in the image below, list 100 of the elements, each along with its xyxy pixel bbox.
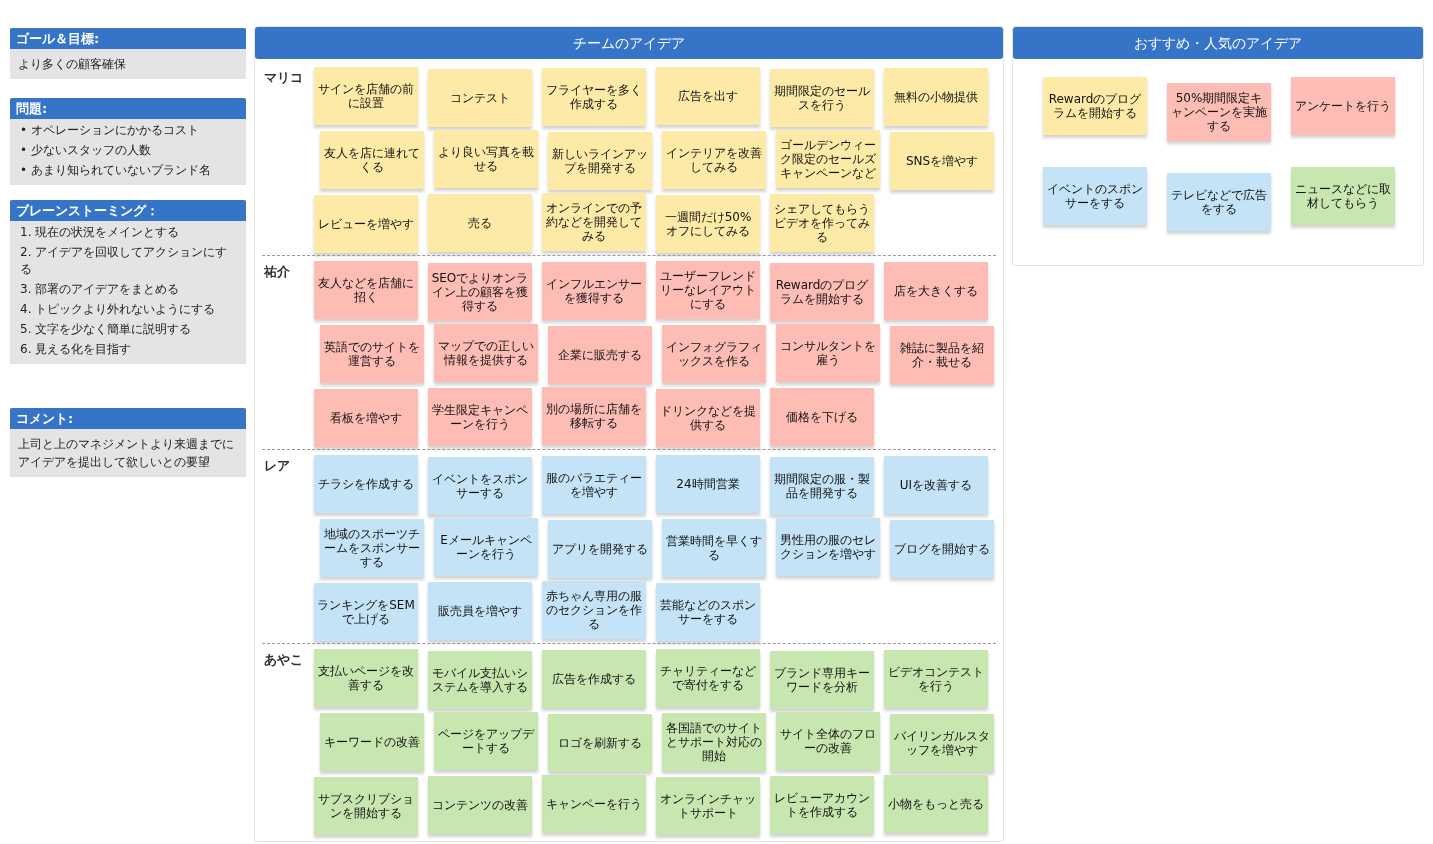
sticky-note: 販売員を増やす xyxy=(428,582,532,640)
info-panel xyxy=(10,28,246,79)
sticky-note: 広告を出す xyxy=(656,67,760,125)
sticky-note: サブスクリプションを開始する xyxy=(314,777,418,835)
sticky-note: サイト全体のフローの改善 xyxy=(776,712,880,770)
sticky-note: 売る xyxy=(428,194,532,252)
sticky-note: SEOでよりオンライン上の顧客を獲得する xyxy=(428,263,532,321)
row-label: 祐介 xyxy=(264,263,290,281)
sticky-note: 24時間営業 xyxy=(656,455,760,513)
list-item: 4. トピックより外れないようにする xyxy=(19,301,217,318)
sticky-note: イベントのスポンサーをする xyxy=(1043,167,1147,225)
sticky-note: サインを店舗の前に設置 xyxy=(314,67,418,125)
sticky-note: キーワードの改善 xyxy=(320,713,424,771)
sticky-note: ユーザーフレンドリーなレイアウトにする xyxy=(656,261,760,319)
sticky-note: レビューアカウントを作成する xyxy=(770,776,874,834)
sticky-note: 英語でのサイトを運営する xyxy=(320,325,424,383)
sticky-note: ゴールデンウィーク限定のセールズキャンペーンなど xyxy=(776,130,880,188)
sticky-note: ビデオコンテストを行う xyxy=(884,650,988,708)
sticky-note: 50%期間限定キャンペーンを実施する xyxy=(1167,83,1271,141)
list-item: 6. 見える化を目指す xyxy=(19,341,133,358)
sticky-note: マップでの正しい情報を提供する xyxy=(434,324,538,382)
sticky-note: 地域のスポーツチームをスポンサーする xyxy=(320,519,424,577)
row-label: マリコ xyxy=(264,69,303,87)
list-item: 1. 現在の状況をメインとする xyxy=(19,224,181,241)
sticky-note: バイリンガルスタッフを増やす xyxy=(890,714,994,772)
row-label: あやこ xyxy=(264,651,303,669)
sticky-note: シェアしてもらうビデオを作ってみる xyxy=(770,194,874,252)
sticky-note: 企業に販売する xyxy=(548,326,652,384)
sticky-note: ページをアップデートする xyxy=(434,712,538,770)
sticky-note: インテリアを改善してみる xyxy=(662,131,766,189)
sticky-note: キャンペーを行う xyxy=(542,775,646,833)
sticky-note: より良い写真を載せる xyxy=(434,130,538,188)
sticky-note: オンラインでの予約などを開発してみる xyxy=(542,193,646,251)
section-header: チームのアイデア xyxy=(255,27,1003,59)
sticky-note: 学生限定キャンペーンを行う xyxy=(428,388,532,446)
sticky-note: テレビなどで広告をする xyxy=(1167,173,1271,231)
list-item: • オペレーションにかかるコスト xyxy=(19,122,200,139)
sticky-note: ランキングをSEMで上げる xyxy=(314,583,418,641)
sticky-note: 価格を下げる xyxy=(770,388,874,446)
sticky-note: 友人などを店舗に招く xyxy=(314,261,418,319)
info-panel xyxy=(10,98,246,185)
sticky-note: ブランド専用キーワードを分析 xyxy=(770,651,874,709)
sticky-note: 男性用の服のセレクションを増やす xyxy=(776,518,880,576)
panel-header: ブレーンストーミング： xyxy=(10,200,246,221)
sticky-note: Eメールキャンペーンを行う xyxy=(434,518,538,576)
sticky-note: レビューを増やす xyxy=(314,195,418,253)
sticky-note: Rewardのプログラムを開始する xyxy=(770,263,874,321)
sticky-note: 営業時間を早くする xyxy=(662,519,766,577)
row-label: レア xyxy=(264,457,290,475)
sticky-note: 芸能などのスポンサーをする xyxy=(656,583,760,641)
sticky-note: フライヤーを多く作成する xyxy=(542,68,646,126)
section-header: おすすめ・人気のアイデア xyxy=(1013,27,1423,59)
sticky-note: コンテンツの改善 xyxy=(428,776,532,834)
list-item: 3. 部署のアイデアをまとめる xyxy=(19,281,181,298)
sticky-note: 友人を店に連れてくる xyxy=(320,131,424,189)
sticky-note: 支払いページを改善する xyxy=(314,649,418,707)
sticky-note: 期間限定のセールスを行う xyxy=(770,69,874,127)
info-panel xyxy=(10,200,246,364)
list-item: 5. 文字を少なく簡単に説明する xyxy=(19,321,193,338)
list-item: 2. アイデアを回収してアクションにする xyxy=(19,244,229,278)
sticky-note: インフォグラフィックスを作る xyxy=(662,325,766,383)
section-area xyxy=(1012,26,1424,266)
sticky-note: コンテスト xyxy=(428,69,532,127)
sticky-note: コンサルタントを雇う xyxy=(776,324,880,382)
list-item: • あまり知られていないブランド名 xyxy=(19,162,212,179)
section-area xyxy=(254,26,1004,842)
sticky-note: Rewardのプログラムを開始する xyxy=(1043,77,1147,135)
sticky-note: モバイル支払いシステムを導入する xyxy=(428,651,532,709)
panel-header: ゴール＆目標: xyxy=(10,28,246,49)
sticky-note: 期間限定の服・製品を開発する xyxy=(770,457,874,515)
sticky-note: 看板を増やす xyxy=(314,389,418,447)
sticky-note: SNSを増やす xyxy=(890,132,994,190)
sticky-note: オンラインチャットサポート xyxy=(656,777,760,835)
sticky-note: 一週間だけ50%オフにしてみる xyxy=(656,195,760,253)
sticky-note: 雑誌に製品を紹介・載せる xyxy=(890,326,994,384)
sticky-note: イベントをスポンサーする xyxy=(428,457,532,515)
panel-text: より多くの顧客確保 xyxy=(17,56,127,73)
sticky-note: ブログを開始する xyxy=(890,520,994,578)
sticky-note: 別の場所に店舗を移転する xyxy=(542,387,646,445)
sticky-note: 赤ちゃん専用の服のセクションを作る xyxy=(542,581,646,639)
list-item: • 少ないスタッフの人数 xyxy=(19,142,152,159)
sticky-note: インフルエンサーを獲得する xyxy=(542,262,646,320)
sticky-note: 無料の小物提供 xyxy=(884,68,988,126)
sticky-note: チラシを作成する xyxy=(314,455,418,513)
sticky-note: 新しいラインアップを開発する xyxy=(548,132,652,190)
sticky-note: アンケートを行う xyxy=(1291,77,1395,135)
sticky-note: 各国語でのサイトとサポート対応の開始 xyxy=(662,713,766,771)
sticky-note: UIを改善する xyxy=(884,456,988,514)
panel-header: コメント: xyxy=(10,408,246,429)
info-panel xyxy=(10,408,246,477)
sticky-note: 服のバラエティーを増やす xyxy=(542,456,646,514)
sticky-note: ロゴを刷新する xyxy=(548,714,652,772)
sticky-note: チャリティーなどで寄付をする xyxy=(656,649,760,707)
sticky-note: 広告を作成する xyxy=(542,650,646,708)
sticky-note: 店を大きくする xyxy=(884,262,988,320)
panel-header: 問題: xyxy=(10,98,246,119)
sticky-note: アプリを開発する xyxy=(548,520,652,578)
sticky-note: 小物をもっと売る xyxy=(884,775,988,833)
panel-text: 上司と上のマネジメントより来週までにアイデアを提出して欲しいとの要望 xyxy=(17,436,235,471)
sticky-note: ニュースなどに取材してもらう xyxy=(1291,167,1395,225)
